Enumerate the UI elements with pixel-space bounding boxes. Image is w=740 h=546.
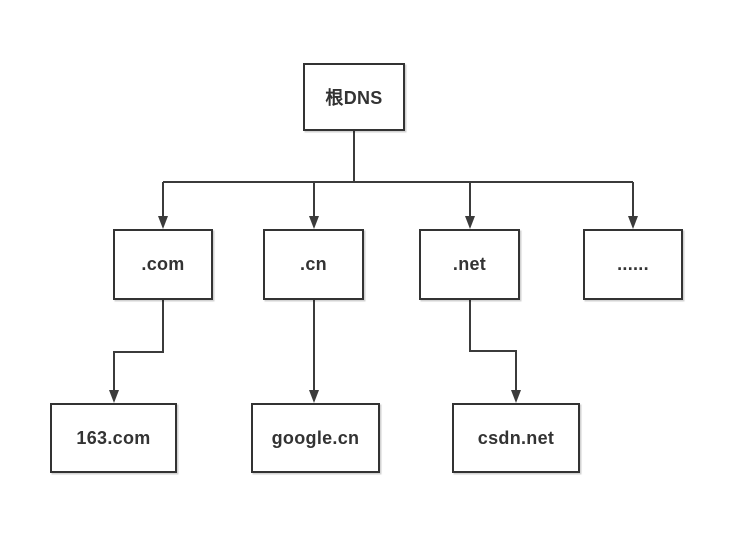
node-site-csdnnet-label: csdn.net [477,427,555,448]
arrowhead-163 [109,390,119,403]
node-tld-net-label: .net [452,254,487,274]
arrowhead-google [309,390,319,403]
node-site-googlecn: google.cn [251,403,380,473]
node-root-dns-label: 根DNS [325,88,383,108]
node-tld-more: ...... [583,229,683,300]
arrowhead-more [628,216,638,229]
arrowhead-cn [309,216,319,229]
node-root-dns: 根DNS [303,63,405,131]
arrowhead-net [465,216,475,229]
arrowhead-csdn [511,390,521,403]
node-tld-more-label: ...... [617,254,649,274]
node-tld-net: .net [419,229,520,300]
node-tld-cn-label: .cn [300,254,327,274]
node-tld-com: .com [113,229,213,300]
edge-com-163 [113,300,164,391]
node-site-csdnnet: csdn.net [452,403,580,473]
node-site-googlecn-label: google.cn [271,427,360,448]
node-site-163com-label: 163.com [76,427,151,448]
arrowhead-com [158,216,168,229]
edge-net-csdn [469,300,517,391]
node-site-163com: 163.com [50,403,177,473]
node-tld-cn: .cn [263,229,364,300]
node-tld-com-label: .com [141,254,185,274]
